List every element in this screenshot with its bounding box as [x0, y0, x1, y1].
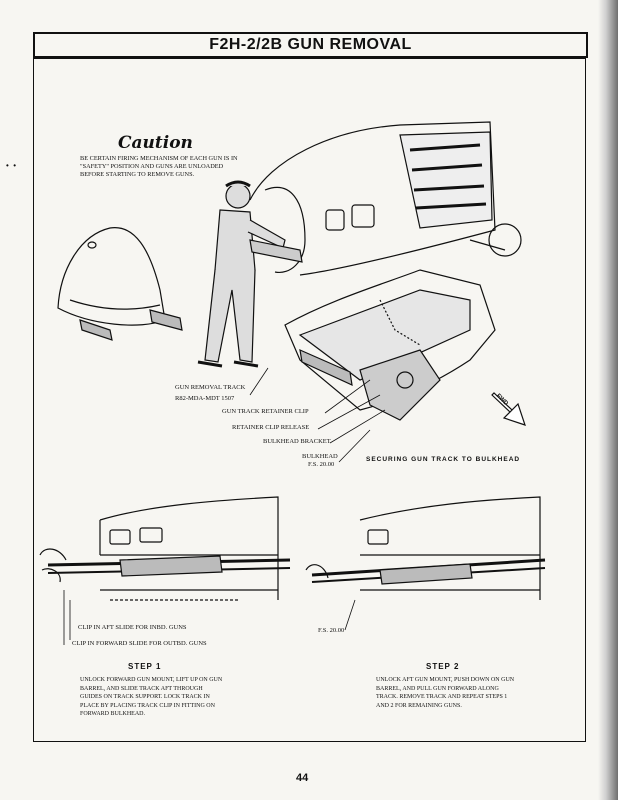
scan-specks: • • — [6, 161, 17, 170]
label-part-number: R82-MDA-MDT 1507 — [175, 395, 235, 402]
label-retainer-clip: GUN TRACK RETAINER CLIP — [222, 408, 309, 415]
step1-text: UNLOCK FORWARD GUN MOUNT, LIFT UP ON GUN… — [80, 677, 223, 718]
leader-lines — [249, 367, 386, 463]
label-clip-fwd: CLIP IN FORWARD SLIDE FOR OUTBD. GUNS — [72, 640, 207, 647]
nose-cone-drawing — [57, 227, 183, 341]
step1-drawing — [39, 496, 291, 645]
step2-drawing — [305, 496, 546, 631]
page-title: F2H-2/2B GUN REMOVAL — [33, 32, 588, 58]
label-gun-removal-track: GUN REMOVAL TRACK — [175, 384, 246, 391]
fuselage-drawing — [249, 121, 522, 276]
caution-text: BE CERTAIN FIRING MECHANISM OF EACH GUN … — [80, 155, 238, 178]
bulkhead-bracket-drawing — [284, 269, 496, 421]
illustration-frame — [33, 58, 586, 742]
step2-heading: STEP 2 — [426, 662, 460, 671]
mechanic-figure — [197, 180, 286, 368]
fwd-arrow — [491, 392, 526, 426]
label-bulkhead-bracket: BULKHEAD BRACKET — [263, 438, 331, 445]
label-bulkhead-fs: F.S. 20.00 — [308, 461, 335, 468]
label-bulkhead: BULKHEAD — [302, 453, 338, 460]
label-clip-release: RETAINER CLIP RELEASE — [232, 424, 310, 431]
page-number: 44 — [296, 772, 309, 784]
step1-heading: STEP 1 — [128, 662, 162, 671]
page-binding-edge — [598, 0, 618, 800]
label-clip-aft: CLIP IN AFT SLIDE FOR INBD. GUNS — [78, 624, 187, 631]
step2-text: UNLOCK AFT GUN MOUNT, PUSH DOWN ON GUN B… — [376, 677, 515, 709]
label-fs-step2: F.S. 20.00 — [318, 627, 345, 634]
caution-heading: Caution — [118, 133, 193, 153]
securing-caption: SECURING GUN TRACK TO BULKHEAD — [366, 456, 521, 463]
page-title-text: F2H-2/2B GUN REMOVAL — [209, 36, 412, 53]
